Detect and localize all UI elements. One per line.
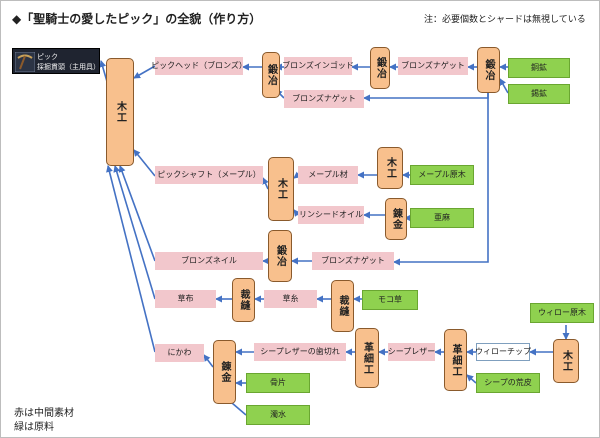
sheep-hide-box: シープの荒皮 bbox=[476, 373, 540, 393]
smelt-nail-process: 鍛冶 bbox=[268, 230, 292, 282]
note-text: 注：必要個数とシャードは無視している bbox=[424, 15, 586, 25]
cloth-box: 草布 bbox=[155, 290, 216, 308]
thread-box: 草糸 bbox=[264, 290, 317, 308]
pick-head-box: ピックヘッド（ブロンズ） bbox=[151, 57, 247, 75]
legend-raw: 緑は原料 bbox=[14, 422, 54, 433]
glue-box: にかわ bbox=[155, 344, 204, 362]
smelt-nugget-process: 鍛冶 bbox=[477, 47, 500, 93]
willow-chip-box: ウィローチップ bbox=[475, 343, 531, 361]
moco-grass-box: モコ草 bbox=[362, 290, 418, 310]
carpentry-shaft-process: 木工 bbox=[268, 157, 294, 221]
bronze-nugget-box-a: ブロンズナゲット bbox=[398, 57, 468, 75]
sheep-leather-box: シープレザー bbox=[388, 343, 435, 361]
sew-cloth-process: 裁縫 bbox=[232, 278, 255, 322]
pick-subtitle: 採掘貫頭（主用具） bbox=[37, 63, 100, 71]
copper-ore-box: 銅鉱 bbox=[508, 58, 570, 78]
bronze-nugget-box-b: ブロンズナゲット bbox=[284, 90, 364, 108]
legend-intermediate: 赤は中間素材 bbox=[14, 408, 74, 419]
carpentry-willow-process: 木工 bbox=[553, 339, 579, 383]
carpentry-maple-process: 木工 bbox=[377, 147, 403, 189]
bronze-nugget-box-c: ブロンズナゲット bbox=[312, 252, 394, 270]
pick-item[interactable]: ピック 採掘貫頭（主用具） bbox=[12, 48, 100, 74]
page-title: ◆「聖騎士の愛したピック」の全貌（作り方） bbox=[12, 12, 262, 26]
willow-log-box: ウィロー原木 bbox=[530, 303, 594, 323]
bronze-nail-box: ブロンズネイル bbox=[155, 252, 263, 270]
alchemy-glue-process: 錬金 bbox=[213, 340, 236, 404]
linseed-oil-box: リンシードオイル bbox=[298, 206, 364, 224]
smelt-head-process: 鍛冶 bbox=[262, 52, 280, 98]
bronze-ingot-box: ブロンズインゴッド bbox=[282, 57, 354, 75]
alchemy-linseed-process: 錬金 bbox=[385, 198, 407, 240]
flax-box: 亜麻 bbox=[410, 208, 474, 228]
muddy-water-box: 濁水 bbox=[246, 405, 310, 425]
pick-shaft-box: ピックシャフト（メープル） bbox=[155, 166, 263, 184]
maple-log-box: メープル原木 bbox=[410, 165, 474, 185]
maple-wood-box: メープル材 bbox=[298, 166, 358, 184]
smelt-ingot-process: 鍛冶 bbox=[370, 47, 390, 89]
sheep-scraps-box: シープレザーの歯切れ bbox=[254, 343, 346, 361]
sew-thread-process: 裁縫 bbox=[331, 280, 354, 332]
pick-name: ピック bbox=[37, 53, 58, 61]
leather-sheep-process: 革細工 bbox=[444, 329, 467, 391]
carpentry-main-process: 木工 bbox=[106, 58, 134, 166]
leather-scraps-process: 革細工 bbox=[355, 328, 379, 388]
pickaxe-icon bbox=[15, 52, 35, 72]
bone-shard-box: 骨片 bbox=[246, 373, 310, 393]
tin-ore-box: 錫鉱 bbox=[508, 84, 570, 104]
